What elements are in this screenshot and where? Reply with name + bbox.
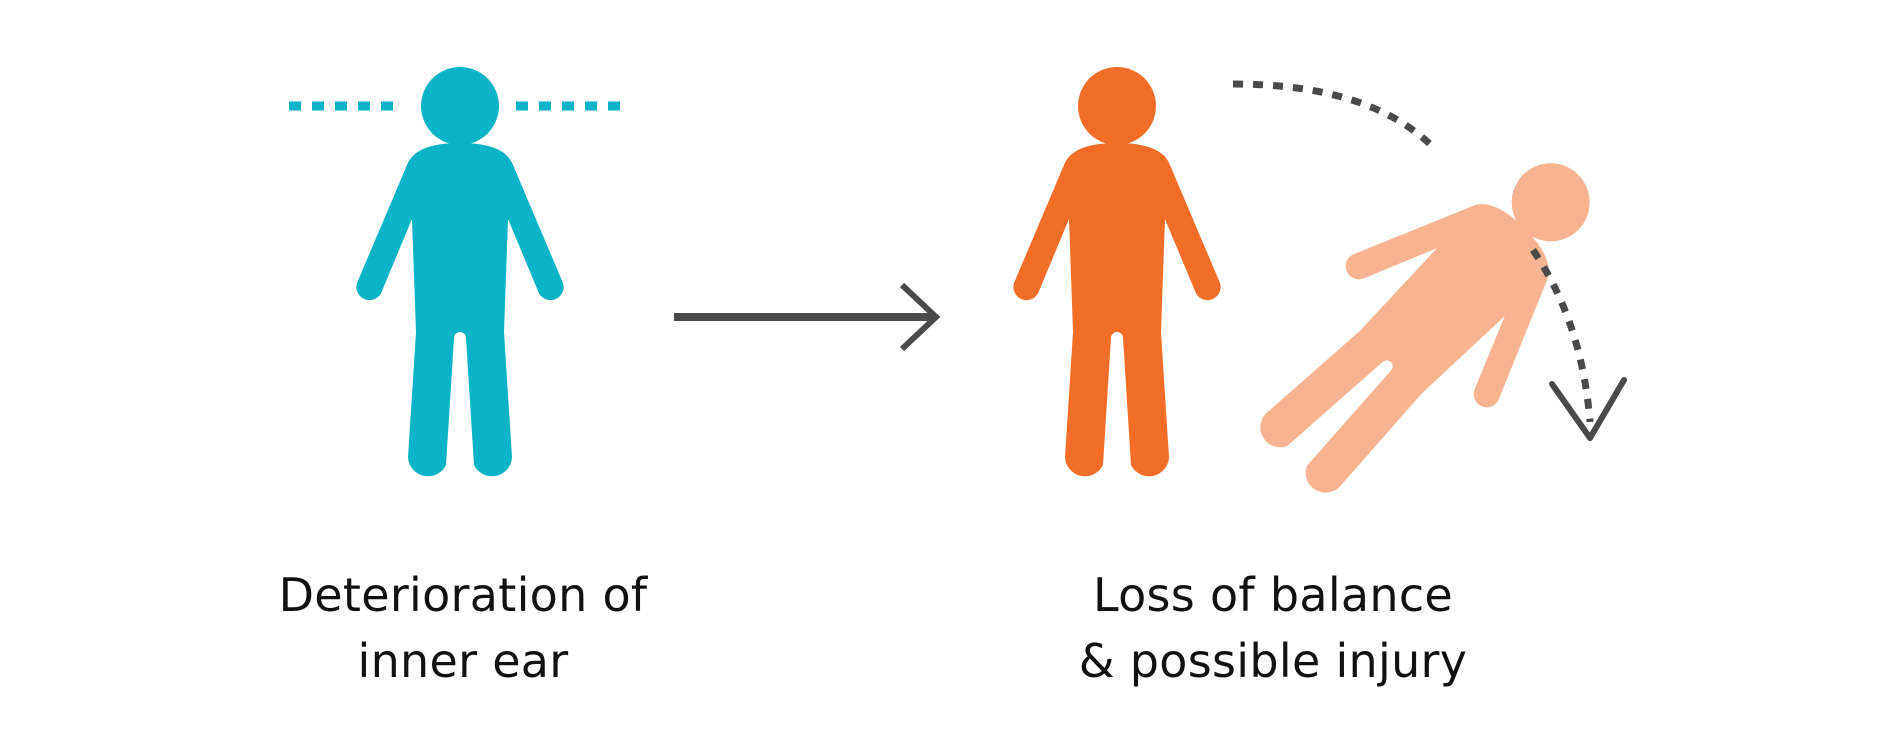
falling-person-icon [1215,101,1652,538]
curved-dotted-arrow-icon [1232,80,1627,441]
caption-loss-of-balance-line1: Loss of balance [1092,568,1454,622]
caption-loss-of-balance: Loss of balance & possible injury [993,562,1553,694]
caption-loss-of-balance-line2: & possible injury [1078,634,1468,688]
caption-inner-ear-line2: inner ear [357,634,569,688]
right-arrow-icon [674,282,941,352]
unbalanced-person-icon [1013,67,1221,477]
caption-inner-ear-line1: Deterioration of [278,568,648,622]
caption-inner-ear: Deterioration of inner ear [183,562,743,694]
healthy-person-icon [356,67,564,477]
